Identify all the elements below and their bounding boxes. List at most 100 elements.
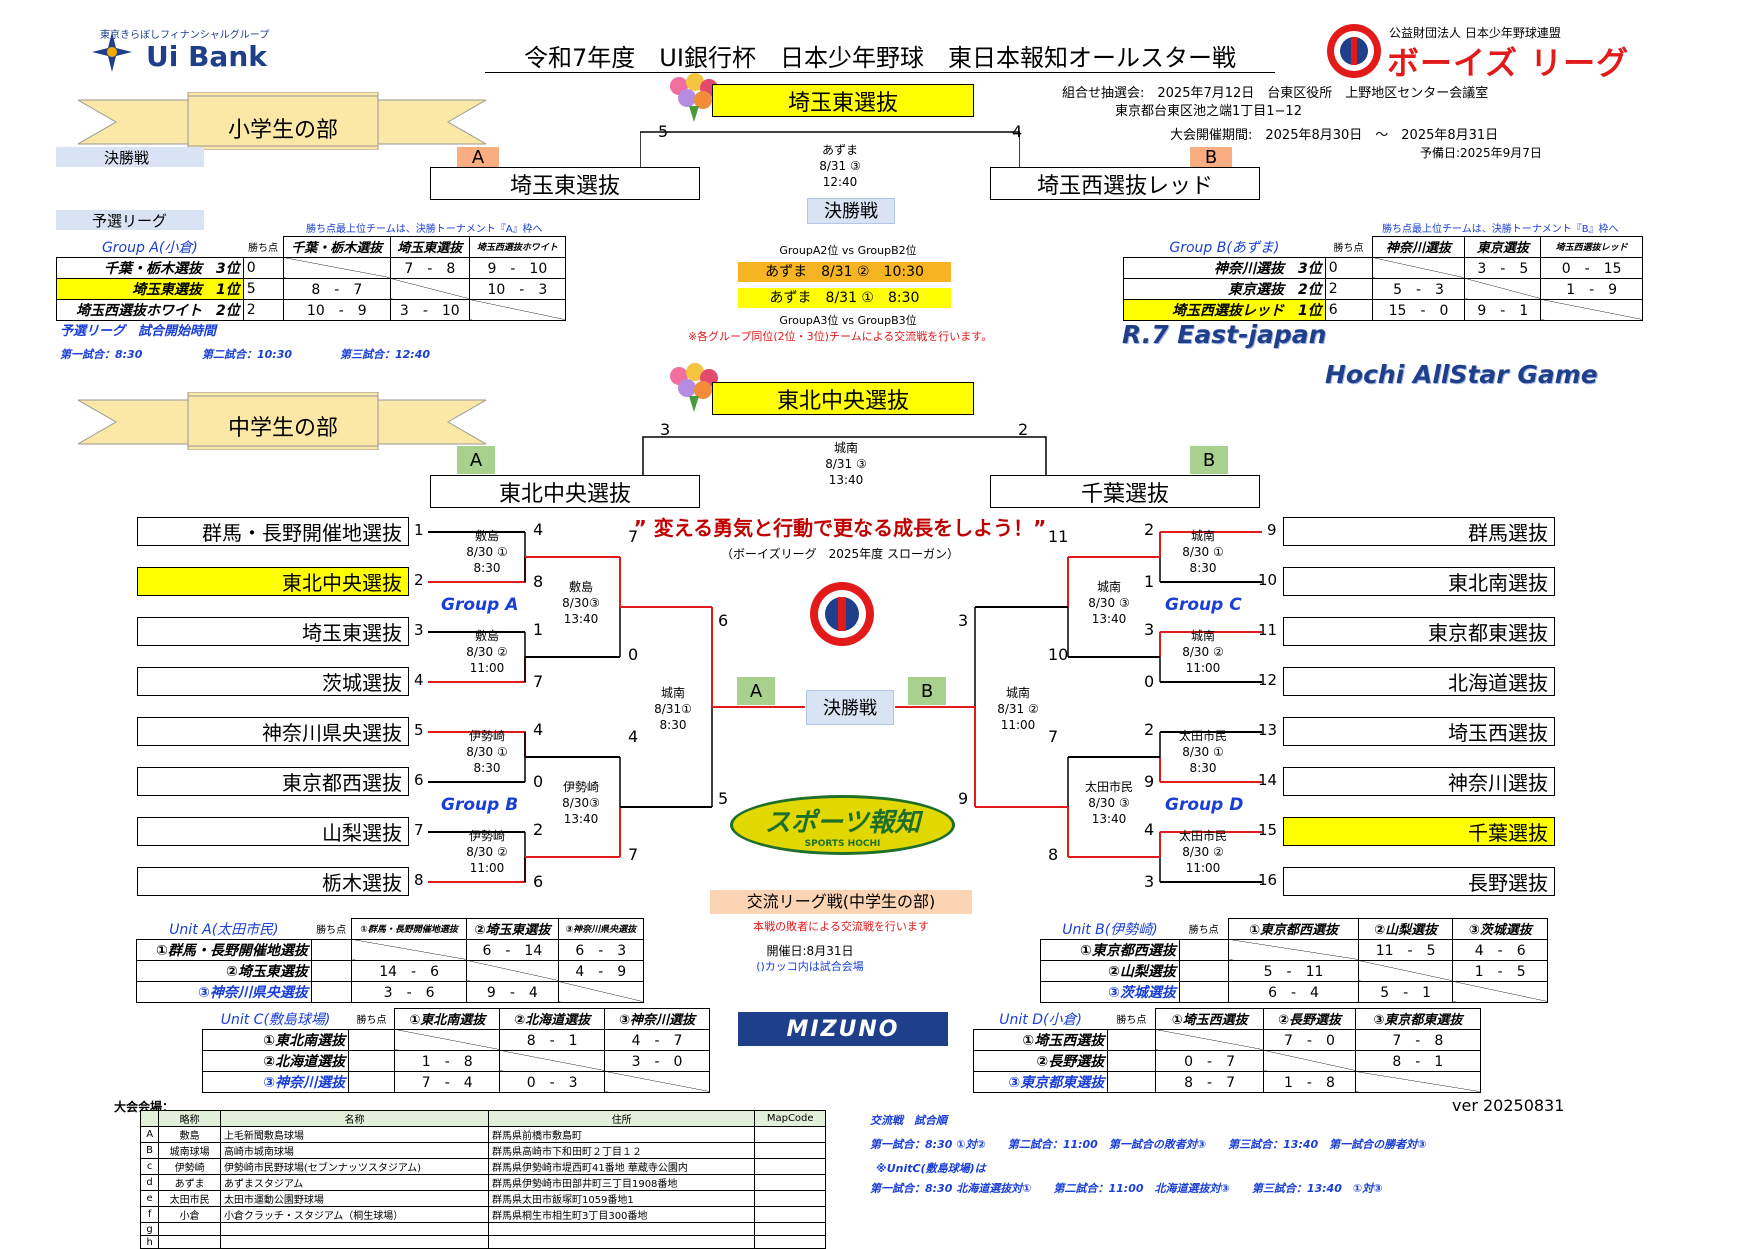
bracket-seed-left: 3 bbox=[414, 621, 424, 639]
table-points-header: 勝ち点 bbox=[356, 1015, 387, 1026]
match-date: 8/30③ bbox=[562, 796, 600, 810]
venue-header: 名称 bbox=[219, 1110, 489, 1127]
venue-cell bbox=[487, 1235, 756, 1249]
table-col-header: ①埼玉西選抜 bbox=[1154, 1008, 1265, 1030]
bracket-seed-left: 8 bbox=[414, 871, 424, 889]
group-b-table: Group B(あずま)勝ち点神奈川選抜東京選抜埼玉西選抜レッド神奈川選抜 3位… bbox=[1123, 236, 1643, 321]
match-venue: 敷島 bbox=[568, 580, 593, 594]
match-score: 0 bbox=[1144, 672, 1155, 691]
venue-cell: g bbox=[139, 1222, 160, 1236]
bracket-seed-left: 7 bbox=[414, 821, 424, 839]
junior-final-venue-name: 城南 bbox=[833, 441, 858, 455]
match-score: 2 bbox=[1144, 720, 1155, 739]
match-venue: 伊勢崎 bbox=[468, 729, 505, 743]
table-cell-score: 6 - 4 bbox=[1228, 980, 1359, 1003]
elementary-banner-label: 小学生の部 bbox=[227, 118, 338, 143]
bracket-seed-right: 12 bbox=[1258, 671, 1278, 689]
match-score: 7 bbox=[628, 527, 639, 546]
exchange-note: 本戦の敗者による交流戦を行います bbox=[753, 920, 929, 933]
match-time: 8:30 bbox=[473, 761, 501, 775]
match-venue: 太田市民 bbox=[1178, 829, 1227, 843]
junior-label-b: B bbox=[1190, 446, 1228, 474]
table-cell-score bbox=[466, 959, 559, 982]
bracket-team-left: 栃木選抜 bbox=[137, 867, 409, 896]
table-cell-score: 5 - 1 bbox=[1357, 980, 1454, 1003]
match-date: 8/31① bbox=[654, 702, 692, 716]
table-cell-score: 3 - 0 bbox=[604, 1049, 710, 1072]
bracket-seed-left: 6 bbox=[414, 771, 424, 789]
venue-cell: B bbox=[139, 1142, 160, 1159]
table-cell-score: 9 - 4 bbox=[466, 980, 559, 1003]
match-date: 8/30 ② bbox=[466, 845, 508, 859]
bracket-team-right: 群馬選抜 bbox=[1283, 517, 1555, 546]
bracket-team-right: 東北南選抜 bbox=[1283, 567, 1555, 596]
bracket-seed-right: 15 bbox=[1258, 821, 1278, 839]
venue-cell bbox=[754, 1190, 826, 1207]
bank-subtitle: 東京きらぼしフィナンシャルグループ bbox=[100, 30, 270, 41]
mizuno-logo: MIZUNO bbox=[738, 1012, 948, 1046]
bracket-team-right: 神奈川選抜 bbox=[1283, 767, 1555, 796]
match-score: 0 bbox=[533, 772, 544, 791]
bracket-team-left: 山梨選抜 bbox=[137, 817, 409, 846]
table-row-team: ①東京都西選抜 bbox=[1040, 938, 1180, 961]
bracket-seed-right: 16 bbox=[1258, 871, 1278, 889]
match-score: 2 bbox=[1144, 520, 1155, 539]
reserve-info: 予備日:2025年9月7日 bbox=[1420, 146, 1542, 160]
brand-line-2: Hochi AllStar Game bbox=[1325, 360, 1598, 389]
table-group-name: Group B(あずま) bbox=[1169, 239, 1280, 256]
venue-cell bbox=[754, 1174, 826, 1191]
table-row-team: ①埼玉西選抜 bbox=[972, 1028, 1109, 1051]
bracket-team-right: 北海道選抜 bbox=[1283, 667, 1555, 696]
venue-cell bbox=[158, 1235, 221, 1249]
match-score: 4 bbox=[628, 727, 639, 746]
venue-cell bbox=[754, 1222, 826, 1236]
table-cell-score bbox=[394, 1028, 501, 1051]
bracket-team-left: 神奈川県央選抜 bbox=[137, 717, 409, 746]
table-col-header: 埼玉東選抜 bbox=[389, 236, 470, 258]
match-venue: 敷島 bbox=[474, 629, 499, 643]
match-score: 11 bbox=[1048, 527, 1069, 546]
bracket-seed-left: 4 bbox=[414, 671, 424, 689]
venue-cell: h bbox=[139, 1235, 160, 1249]
table-row-team: ③東京都東選抜 bbox=[972, 1070, 1109, 1093]
bracket-team-right: 長野選抜 bbox=[1283, 867, 1555, 896]
match-date: 8/30 ① bbox=[1182, 545, 1224, 559]
table-row-points bbox=[310, 959, 353, 982]
table-points-header: 勝ち点 bbox=[316, 925, 347, 936]
match-venue: 伊勢崎 bbox=[562, 780, 599, 794]
bracket-seed-right: 11 bbox=[1258, 621, 1278, 639]
bouquet-icon bbox=[670, 73, 718, 122]
league-logo: 公益財団法人 日本少年野球連盟 ボーイズ リーグ bbox=[1325, 22, 1628, 82]
table-cell-score: 3 - 6 bbox=[351, 980, 468, 1003]
bracket-group-label: Group A bbox=[441, 595, 519, 615]
table-col-header: ①東北南選抜 bbox=[394, 1008, 501, 1030]
match-score: 9 bbox=[958, 789, 969, 808]
bracket-team-right: 千葉選抜 bbox=[1283, 817, 1555, 846]
table-col-header: ②長野選抜 bbox=[1263, 1008, 1356, 1030]
table-row-team: 埼玉東選抜 1位 bbox=[56, 277, 244, 300]
table-cell-score: 5 - 11 bbox=[1228, 959, 1359, 982]
elementary-team-a: 埼玉東選抜 bbox=[430, 167, 700, 200]
exchange-schedule-line3: 第一試合：8:30 北海道選抜対① 第二試合：11:00 北海道選抜対③ 第三試… bbox=[870, 1182, 1383, 1195]
match-score: 8 bbox=[533, 572, 544, 591]
boys-league-emblem-icon bbox=[1327, 24, 1381, 78]
junior-final-venue: 城南 8/31 ③ 13:40 bbox=[806, 440, 886, 488]
elementary-final-time: 12:40 bbox=[822, 175, 858, 189]
table-cell-score bbox=[351, 938, 468, 961]
match-score: 1 bbox=[1144, 572, 1155, 591]
table-cell-score bbox=[1540, 298, 1643, 321]
junior-final-time: 13:40 bbox=[828, 473, 864, 487]
match-score: 9 bbox=[1144, 772, 1155, 791]
venue-cell bbox=[754, 1126, 826, 1143]
venue-cell: 伊勢崎 bbox=[158, 1158, 221, 1175]
match-score: 4 bbox=[533, 720, 544, 739]
elementary-right-score: 4 bbox=[1012, 122, 1023, 141]
table-cell-score: 9 - 1 bbox=[1464, 298, 1542, 321]
table-cell-score bbox=[1228, 938, 1359, 961]
table-row-points bbox=[348, 1070, 396, 1093]
match-score: 7 bbox=[533, 672, 544, 691]
